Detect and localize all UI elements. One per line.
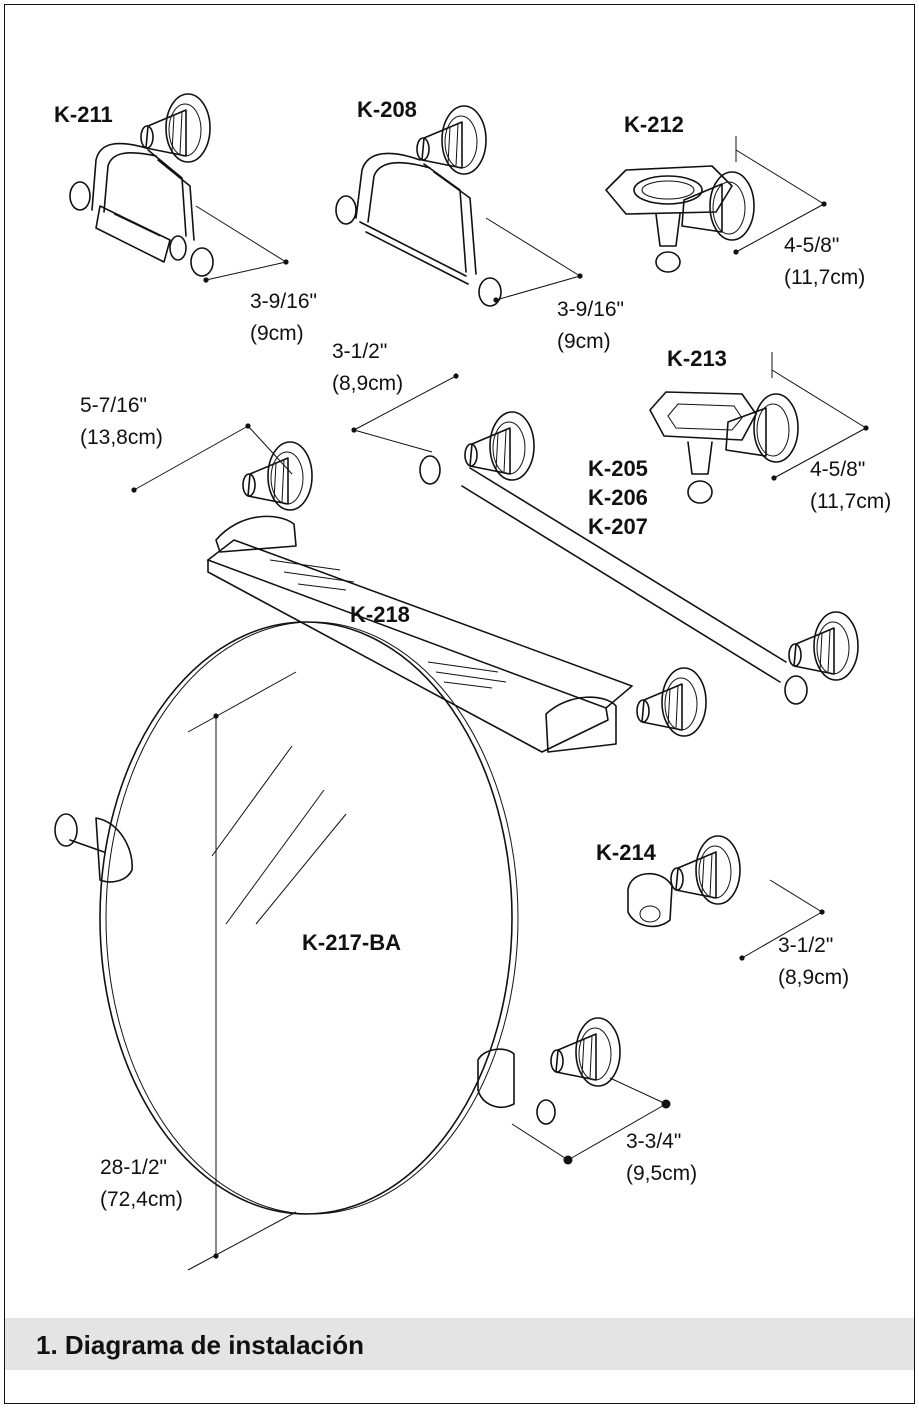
dim-mirror-bracket-imperial: 3-3/4" <box>626 1130 681 1153</box>
k214-illustration <box>627 835 825 961</box>
dim-k208-imperial: 3-9/16" <box>557 298 624 321</box>
section-header-band <box>5 1318 914 1370</box>
k208-illustration <box>335 105 583 307</box>
dim-k211-metric: (9cm) <box>250 322 304 345</box>
label-k218: K-218 <box>350 602 410 627</box>
dim-mirror-height-metric: (72,4cm) <box>100 1188 183 1211</box>
label-k208: K-208 <box>357 97 417 122</box>
dim-k218-imperial: 5-7/16" <box>80 394 147 417</box>
dim-k213-imperial: 4-5/8" <box>810 458 865 481</box>
k212-illustration <box>605 136 827 273</box>
label-k213: K-213 <box>667 346 727 371</box>
dim-k208-metric: (9cm) <box>557 330 611 353</box>
label-k205: K-205 <box>588 456 648 481</box>
dim-mirror-height-imperial: 28-1/2" <box>100 1156 167 1179</box>
k213-illustration <box>649 352 869 504</box>
dim-k211-imperial: 3-9/16" <box>250 290 317 313</box>
k218-illustration <box>131 423 707 753</box>
dim-k218-metric: (13,8cm) <box>80 426 163 449</box>
dim-k212-metric: (11,7cm) <box>784 266 865 289</box>
towel-bar-illustration <box>351 373 859 705</box>
label-k212: K-212 <box>624 112 684 137</box>
dim-towel-bar-metric: (8,9cm) <box>332 372 403 395</box>
label-k211: K-211 <box>54 102 113 127</box>
label-k214: K-214 <box>596 840 657 865</box>
k211-illustration <box>69 93 289 283</box>
dim-k212-imperial: 4-5/8" <box>784 234 839 257</box>
dim-k214-metric: (8,9cm) <box>778 966 849 989</box>
label-k217: K-217-BA <box>302 930 401 955</box>
section-title: 1. Diagrama de instalación <box>36 1330 365 1360</box>
label-k207: K-207 <box>588 514 648 539</box>
label-k206: K-206 <box>588 485 648 510</box>
dim-k213-metric: (11,7cm) <box>810 490 891 513</box>
k217-illustration <box>54 621 671 1271</box>
dim-towel-bar-imperial: 3-1/2" <box>332 340 387 363</box>
dim-k214-imperial: 3-1/2" <box>778 934 833 957</box>
dim-mirror-bracket-metric: (9,5cm) <box>626 1162 697 1185</box>
